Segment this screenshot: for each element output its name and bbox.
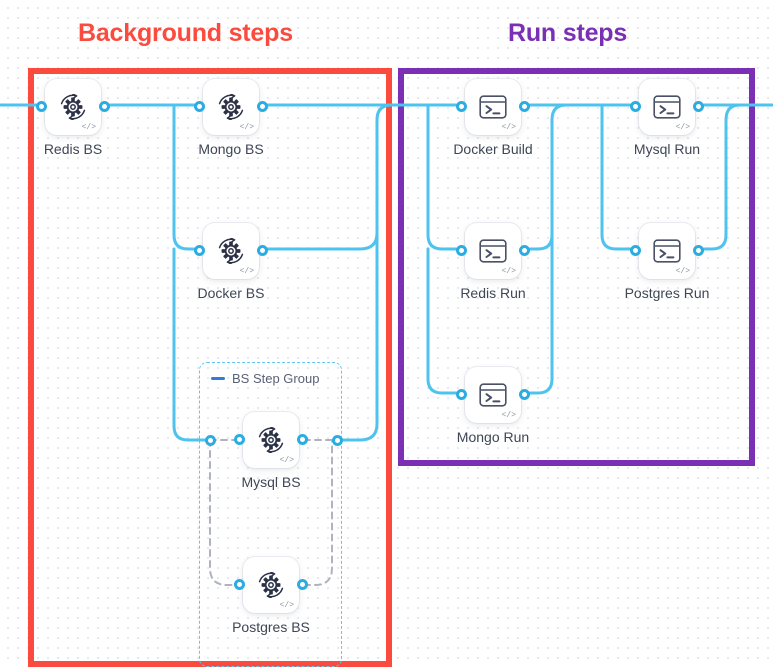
node-card-redis-bs[interactable]: </>	[45, 79, 101, 135]
node-label: Docker BS	[197, 285, 265, 301]
node-output-port[interactable]	[693, 245, 704, 256]
code-badge: </>	[239, 267, 254, 276]
node-label: Postgres Run	[624, 285, 710, 301]
node-label: Mongo BS	[198, 141, 264, 157]
section-title-run-steps: Run steps	[508, 19, 628, 47]
section-box-run-steps	[398, 68, 755, 466]
node-card-postgres-run[interactable]: </>	[639, 223, 695, 279]
node-mysql-bs[interactable]: </> Mysql BS	[234, 412, 308, 490]
node-input-port[interactable]	[194, 101, 205, 112]
node-card-mongo-run[interactable]: </>	[465, 367, 521, 423]
node-input-port[interactable]	[630, 101, 641, 112]
node-input-port[interactable]	[456, 389, 467, 400]
node-card-redis-run[interactable]: </>	[465, 223, 521, 279]
section-box-background-steps	[28, 68, 392, 667]
node-input-port[interactable]	[234, 579, 245, 590]
node-mysql-run[interactable]: </> Mysql Run	[630, 79, 704, 157]
terminal-icon	[652, 94, 682, 120]
node-card-docker-build[interactable]: </>	[465, 79, 521, 135]
code-badge: </>	[675, 123, 690, 132]
node-card-mongo-bs[interactable]: </>	[203, 79, 259, 135]
code-badge: </>	[501, 267, 516, 276]
code-badge: </>	[675, 267, 690, 276]
node-output-port[interactable]	[297, 434, 308, 445]
node-output-port[interactable]	[257, 101, 268, 112]
gear-refresh-icon	[216, 94, 246, 120]
terminal-icon	[478, 238, 508, 264]
gear-refresh-icon	[256, 427, 286, 453]
step-group-header[interactable]: BS Step Group	[211, 371, 319, 386]
node-input-port[interactable]	[234, 434, 245, 445]
node-redis-run[interactable]: </> Redis Run	[456, 223, 530, 301]
node-output-port[interactable]	[257, 245, 268, 256]
section-title-background-steps: Background steps	[78, 19, 293, 47]
node-output-port[interactable]	[297, 579, 308, 590]
node-docker-build[interactable]: </> Docker Build	[453, 79, 533, 157]
minus-icon[interactable]	[211, 377, 225, 380]
node-output-port[interactable]	[693, 101, 704, 112]
code-badge: </>	[501, 411, 516, 420]
step-group-output-port[interactable]	[332, 435, 343, 446]
node-label: Docker Build	[453, 141, 533, 157]
node-label: Postgres BS	[232, 619, 310, 635]
terminal-icon	[478, 382, 508, 408]
gear-refresh-icon	[256, 572, 286, 598]
code-badge: </>	[279, 601, 294, 610]
node-redis-bs[interactable]: </> Redis BS	[36, 79, 110, 157]
code-badge: </>	[81, 123, 96, 132]
step-group-input-port[interactable]	[205, 435, 216, 446]
node-mongo-bs[interactable]: </> Mongo BS	[194, 79, 268, 157]
node-input-port[interactable]	[456, 101, 467, 112]
node-input-port[interactable]	[36, 101, 47, 112]
node-output-port[interactable]	[519, 245, 530, 256]
terminal-icon	[652, 238, 682, 264]
node-card-postgres-bs[interactable]: </>	[243, 557, 299, 613]
node-label: Mysql BS	[241, 474, 301, 490]
gear-refresh-icon	[58, 94, 88, 120]
terminal-icon	[478, 94, 508, 120]
node-postgres-bs[interactable]: </> Postgres BS	[232, 557, 310, 635]
node-label: Mongo Run	[456, 429, 530, 445]
code-badge: </>	[239, 123, 254, 132]
gear-refresh-icon	[216, 238, 246, 264]
node-label: Redis BS	[43, 141, 103, 157]
code-badge: </>	[501, 123, 516, 132]
node-postgres-run[interactable]: </> Postgres Run	[625, 223, 709, 301]
node-mongo-run[interactable]: </> Mongo Run	[456, 367, 530, 445]
node-label: Mysql Run	[633, 141, 701, 157]
node-card-mysql-bs[interactable]: </>	[243, 412, 299, 468]
node-input-port[interactable]	[194, 245, 205, 256]
node-output-port[interactable]	[519, 389, 530, 400]
step-group-label: BS Step Group	[232, 371, 320, 386]
node-card-docker-bs[interactable]: </>	[203, 223, 259, 279]
node-input-port[interactable]	[456, 245, 467, 256]
node-output-port[interactable]	[519, 101, 530, 112]
node-docker-bs[interactable]: </> Docker BS	[194, 223, 268, 301]
node-input-port[interactable]	[630, 245, 641, 256]
node-label: Redis Run	[460, 285, 526, 301]
node-card-mysql-run[interactable]: </>	[639, 79, 695, 135]
node-output-port[interactable]	[99, 101, 110, 112]
code-badge: </>	[279, 456, 294, 465]
